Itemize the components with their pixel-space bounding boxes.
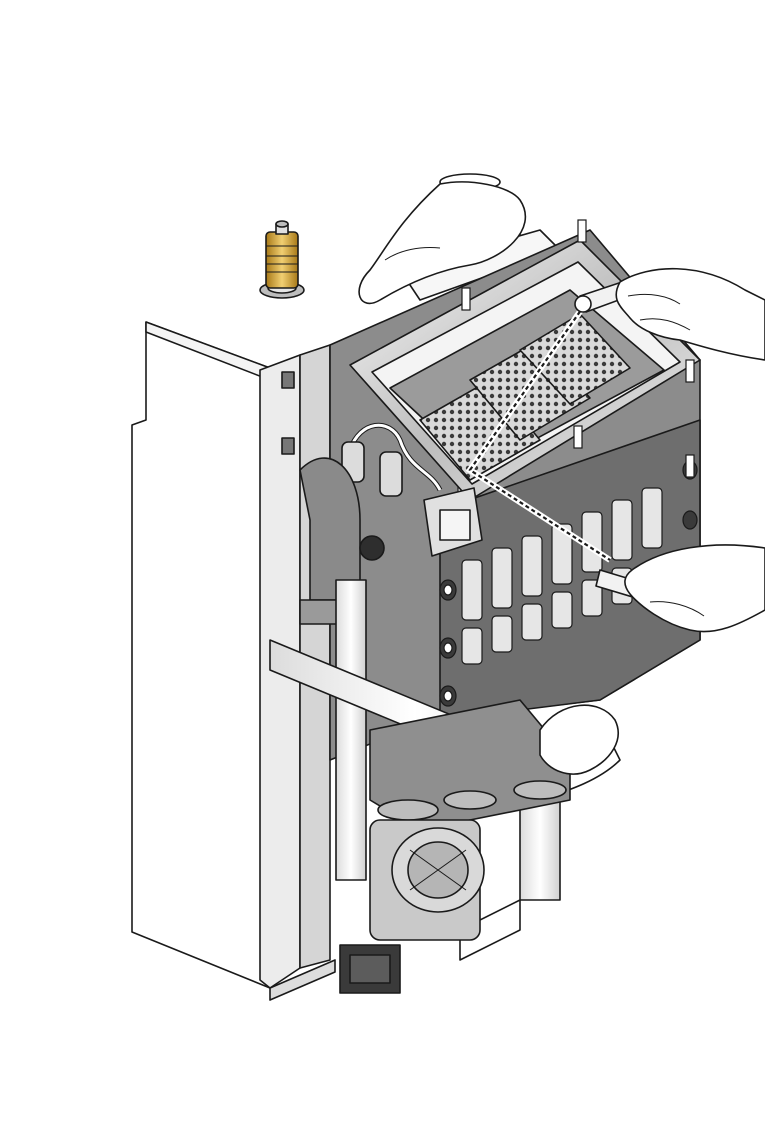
ignition-electrode — [341, 422, 483, 557]
gas-valve — [299, 457, 385, 625]
automatic-air-vent-icon — [259, 220, 305, 299]
circulating-pump — [339, 819, 485, 994]
hand-top-right — [615, 267, 765, 361]
hand-bottom-right — [624, 544, 765, 633]
hand-lower — [539, 704, 619, 775]
lifting-chain — [465, 298, 612, 563]
combustion-chamber-frame — [349, 219, 701, 501]
hand-top-back — [358, 181, 527, 305]
hydraulic-block — [369, 699, 571, 831]
